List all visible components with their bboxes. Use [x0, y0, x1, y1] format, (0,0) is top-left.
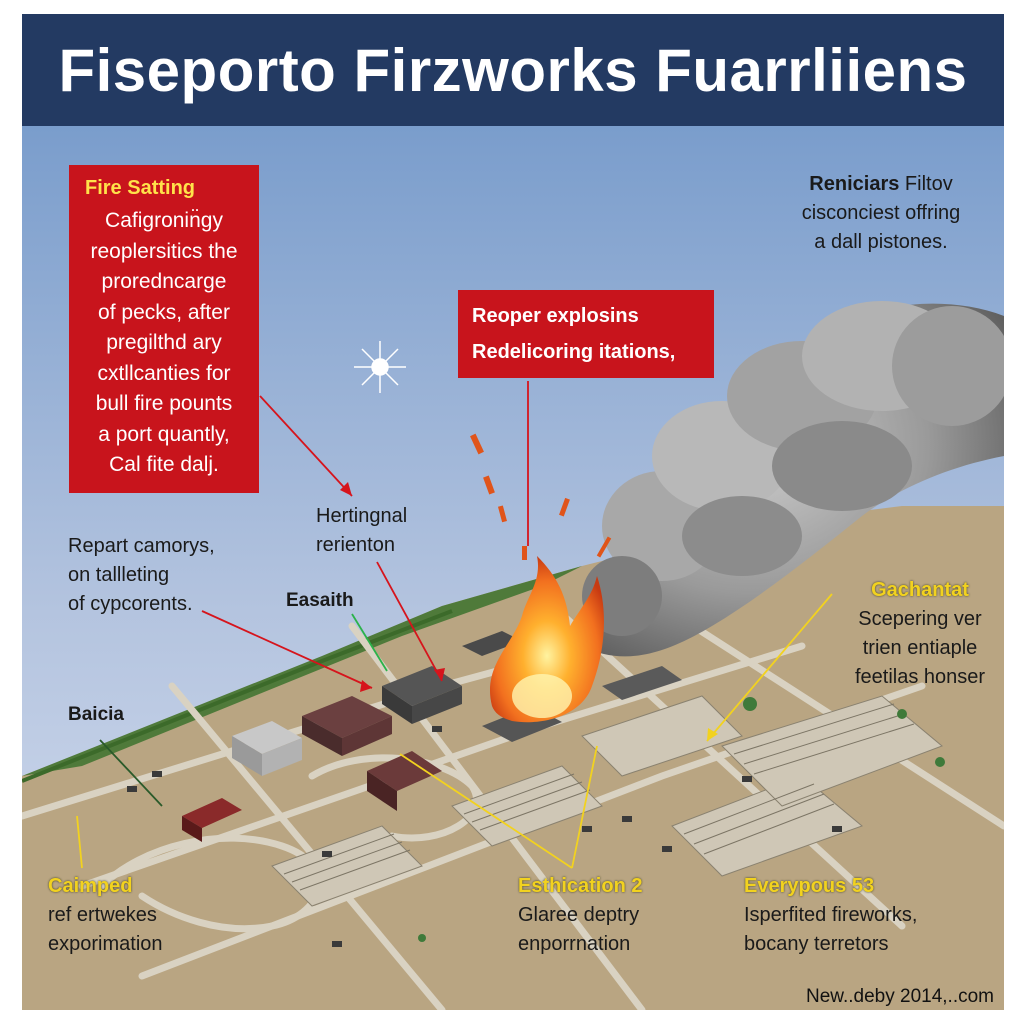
callout-caimped: Caimped ref ertwekes exporimation — [48, 872, 218, 959]
callout-everypous: Everypous 53 Isperfited fireworks, bocan… — [744, 872, 984, 959]
callout-gachantat-line: Scepering ver — [858, 608, 982, 630]
reoper-line-2: Redelicoring itations, — [472, 341, 676, 363]
parking-lots — [271, 695, 943, 907]
smoke-plume — [582, 301, 1004, 657]
callout-easaith-label: Easaith — [286, 590, 354, 611]
reoper-box: Reoper explosins Redelicoring itations, — [458, 290, 714, 378]
sparkle-burst — [354, 341, 406, 393]
header-banner: Fiseporto Firzworks Fuarrliiens — [22, 14, 1004, 126]
fire-setting-line: a port quantly, — [98, 422, 230, 446]
callout-baicia-label: Baicia — [68, 704, 124, 725]
callout-everypous-line: Isperfited fireworks, — [744, 904, 918, 926]
fire-setting-line: bull fire pounts — [95, 392, 233, 415]
callout-easaith: Easaith — [286, 586, 376, 615]
callout-caimped-line: exporimation — [48, 933, 163, 955]
callout-herting-line: rerienton — [316, 534, 395, 556]
callout-top-right-suffix: Filtov — [899, 173, 953, 195]
callout-top-right: Reniciars Filtov cisconciest offring a d… — [776, 170, 986, 257]
page-title: Fiseporto Firzworks Fuarrliiens — [58, 36, 968, 104]
callout-report-line: of cypcorents. — [68, 593, 193, 615]
fire-setting-line: Cafigronin̈gy — [105, 209, 223, 232]
debris — [470, 433, 612, 560]
callout-gachantat-heading: Gachantat — [871, 579, 969, 601]
fire-setting-line: pregilthd ary — [106, 331, 222, 354]
callout-herting: Hertingnal rerienton — [316, 502, 446, 560]
trees — [418, 697, 945, 942]
callout-esthication-line: Glaree deptry — [518, 904, 640, 926]
fire-setting-line: cxtllcanties for — [97, 361, 231, 385]
callout-report-line: Repart camorys, — [68, 535, 215, 557]
pointer-lines — [76, 381, 833, 869]
footer-credit: New..deby 2014,..com — [806, 986, 994, 1007]
fire-setting-line: reoplersitics the — [90, 239, 238, 263]
callout-caimped-heading: Caimped — [48, 875, 133, 897]
fire-setting-line: of pecks, after — [98, 300, 230, 324]
pointer-heads — [340, 482, 718, 741]
fire-setting-heading: Fire Satting — [85, 177, 196, 199]
callout-esthication: Esthication 2 Glaree deptry enporrnation — [518, 872, 698, 959]
reoper-line-1: Reoper explosins — [472, 305, 639, 327]
callout-top-right-line: cisconciest offring — [801, 202, 961, 224]
callout-everypous-heading: Everypous 53 — [744, 875, 875, 897]
fire — [489, 556, 604, 723]
callout-gachantat-line: trien entiaple — [862, 637, 978, 659]
callout-gachantat-line: feetilas honser — [854, 666, 986, 688]
callout-esthication-heading: Esthication 2 — [518, 875, 643, 897]
callout-top-right-line: a dall pistones. — [814, 231, 948, 253]
fire-setting-line: Cal fite dalj. — [109, 453, 219, 476]
callout-esthication-line: enporrnation — [518, 933, 631, 955]
callout-caimped-line: ref ertwekes — [48, 904, 157, 926]
site-illustration — [22, 126, 1004, 1010]
fire-setting-box: Fire Satting Cafigronin̈gy reoplersitics… — [69, 165, 259, 493]
ground — [22, 506, 1004, 1010]
callout-report-line: on tallleting — [68, 564, 170, 586]
callout-top-right-label: Reniciars — [809, 173, 900, 195]
callout-baicia: Baicia — [68, 700, 158, 729]
callout-gachantat: Gachantat Scepering ver trien entiaple f… — [830, 576, 1010, 692]
fire-setting-line: proredncarge — [101, 270, 227, 293]
callout-herting-line: Hertingnal — [316, 505, 408, 527]
callout-report: Repart camorys, on tallleting of cypcore… — [68, 532, 248, 619]
vehicles — [127, 726, 842, 947]
callout-everypous-line: bocany terretors — [744, 933, 889, 955]
